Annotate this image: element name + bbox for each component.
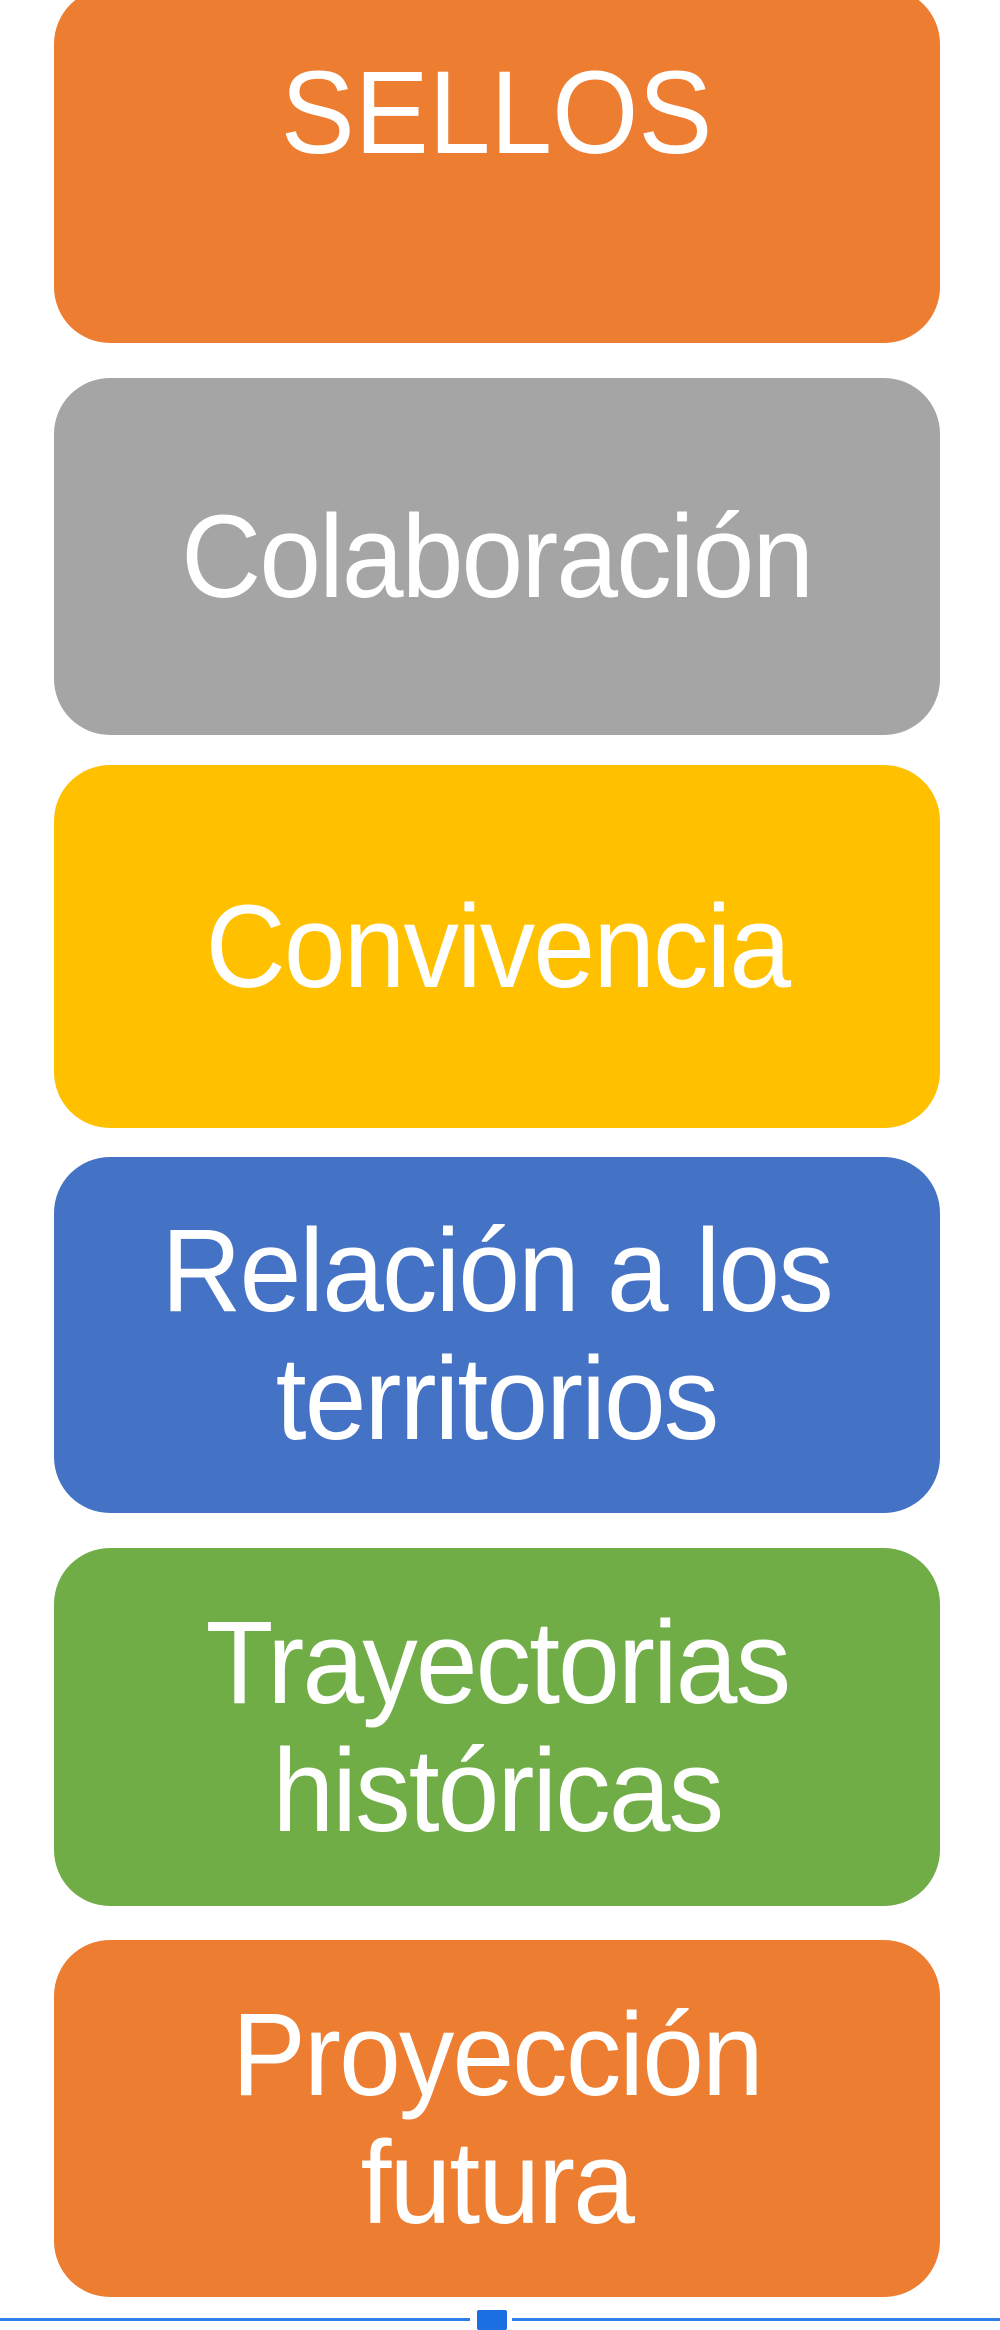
box-label: Colaboración <box>181 490 814 623</box>
box-convivencia[interactable]: Convivencia <box>54 765 940 1128</box>
box-relacion-territorios[interactable]: Relación a los territorios <box>54 1157 940 1513</box>
box-trayectorias-historicas[interactable]: Trayectorias históricas <box>54 1548 940 1906</box>
box-proyeccion-futura[interactable]: Proyección futura <box>54 1940 940 2297</box>
box-label: Trayectorias históricas <box>205 1597 790 1857</box>
box-colaboracion[interactable]: Colaboración <box>54 378 940 735</box>
resize-handle[interactable] <box>477 2310 507 2330</box>
box-label: SELLOS <box>281 47 713 179</box>
box-label: Proyección futura <box>232 1988 764 2249</box>
box-sellos[interactable]: SELLOS <box>54 0 940 343</box>
box-label: Relación a los territorios <box>161 1205 834 1465</box>
box-label: Convivencia <box>205 880 790 1013</box>
